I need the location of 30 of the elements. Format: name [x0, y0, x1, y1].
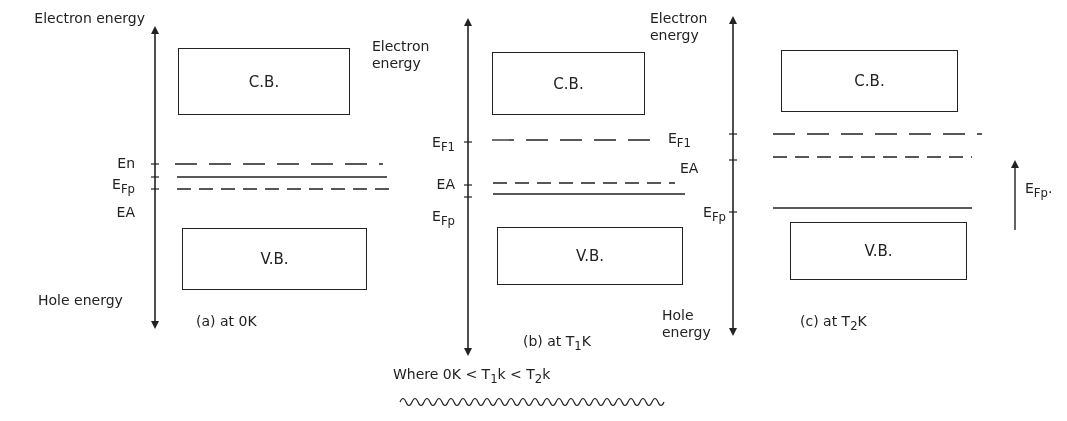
level-label: E$_{Fp}$ [431, 208, 455, 230]
band-label: V.B. [260, 250, 289, 268]
conduction-band-box [781, 50, 958, 112]
axis-label: Hole energy [662, 307, 712, 341]
axis-label: Electron energy [372, 38, 431, 72]
level-label: EA [435, 176, 455, 193]
note-text: Where 0K < T$_{1}$k < T$_{2}$k [393, 366, 552, 388]
conduction-band-box [178, 48, 350, 115]
level-label: EA [115, 204, 135, 221]
band-label: V.B. [864, 242, 893, 260]
band-label: V.B. [575, 247, 605, 265]
axis-label: Hole energy [38, 292, 124, 309]
band-label: C.B. [854, 72, 885, 90]
axis-label: Electron energy [33, 10, 145, 27]
band-label: C.B. [553, 74, 584, 93]
level-label: EA [680, 160, 700, 177]
level-label: E$_{Fp}$. [1025, 180, 1054, 202]
valence-band-box [790, 222, 967, 280]
band-label: C.B. [248, 72, 280, 91]
panel-caption: (c) at T$_{2}$K [800, 313, 868, 335]
level-label: E$_{F1}$ [668, 130, 692, 152]
axis-label: Electron energy [650, 10, 709, 44]
level-label: E$_{Fp}$ [702, 204, 726, 226]
panel-caption: (a) at 0K [196, 313, 258, 330]
level-label: En [116, 155, 135, 172]
level-label: E$_{F1}$ [431, 134, 455, 156]
valence-band-box [182, 228, 367, 290]
valence-band-box [497, 227, 683, 285]
level-label: E$_{Fp}$ [111, 176, 135, 198]
conduction-band-box [492, 52, 645, 115]
